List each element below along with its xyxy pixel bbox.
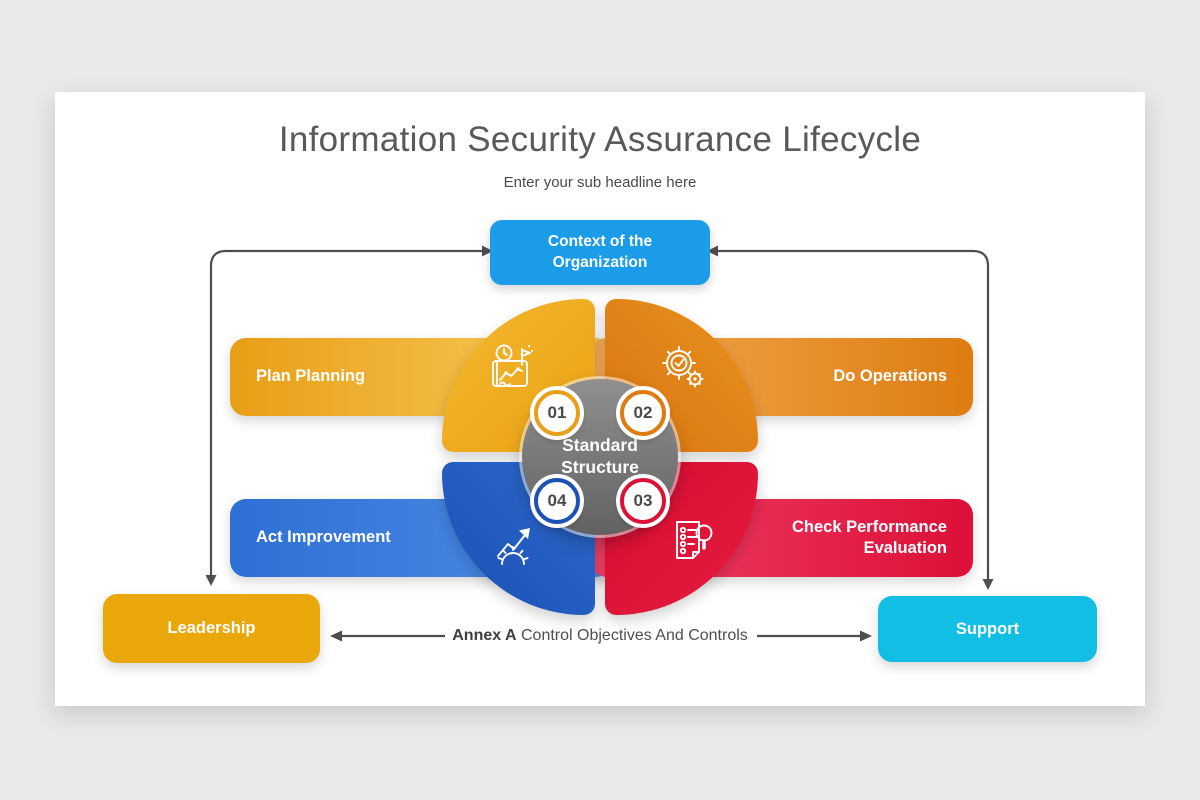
do-bar-label: Do Operations xyxy=(833,367,947,386)
plan-bar-label: Plan Planning xyxy=(256,367,366,386)
check-bar-label: Check Performance Evaluation xyxy=(792,517,947,557)
growth-arrow-gear-icon xyxy=(489,515,543,569)
connector-arrows xyxy=(205,245,994,642)
support-label: Support xyxy=(955,619,1020,638)
act-bar-label: Act Improvement xyxy=(256,528,391,547)
leadership-box: Leadership xyxy=(103,594,320,663)
badge-02: 02 xyxy=(620,390,666,436)
slide: Information Security Assurance Lifecycle… xyxy=(55,92,1145,706)
map-clock-flag-icon xyxy=(483,340,537,394)
context-of-organization-box: Context of the Organization xyxy=(490,220,710,285)
badge-01: 01 xyxy=(534,390,580,436)
badge-04-number: 04 xyxy=(547,491,567,510)
annex-right-arrow xyxy=(757,630,872,642)
annex-label: Annex A Control Objectives And Controls xyxy=(400,625,800,647)
badge-03-number: 03 xyxy=(633,491,653,510)
context-box-label: Context of the Organization xyxy=(547,232,653,271)
document-magnifier-icon xyxy=(664,514,718,568)
gear-check-icon xyxy=(656,342,710,396)
badge-02-number: 02 xyxy=(633,403,653,422)
page-title: Information Security Assurance Lifecycle xyxy=(278,120,922,159)
page-subtitle: Enter your sub headline here xyxy=(503,174,697,191)
badge-04: 04 xyxy=(534,478,580,524)
left-connector-arrow xyxy=(205,245,493,586)
support-box: Support xyxy=(878,596,1097,662)
right-connector-arrow xyxy=(707,245,994,590)
annex-left-arrow xyxy=(330,630,445,642)
center-circle-label: Standard Structure xyxy=(561,435,639,477)
annex-label-bold: Annex A xyxy=(452,627,517,644)
badge-03: 03 xyxy=(620,478,666,524)
badge-01-number: 01 xyxy=(547,403,567,422)
annex-label-text: Control Objectives And Controls xyxy=(516,627,748,644)
leadership-label: Leadership xyxy=(167,619,256,637)
